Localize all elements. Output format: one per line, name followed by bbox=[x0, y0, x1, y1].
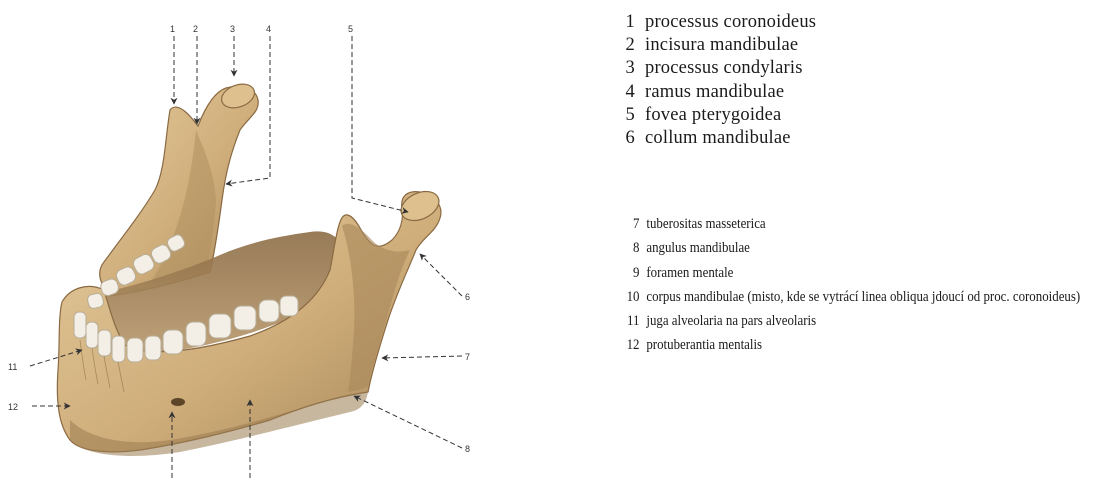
pointer-6 bbox=[420, 254, 462, 296]
legend-item: 12 protuberantia mentalis bbox=[624, 333, 1115, 357]
legend-item-label: juga alveolaria na pars alveolaris bbox=[646, 309, 1115, 333]
callout-number-12: 12 bbox=[8, 402, 18, 412]
callout-number-11: 11 bbox=[8, 362, 17, 372]
legend-item: 5 fovea pterygoidea bbox=[624, 104, 816, 127]
legend-item-label: collum mandibulae bbox=[645, 127, 791, 150]
legend-item-number: 5 bbox=[624, 104, 635, 127]
legend-item: 3 processus condylaris bbox=[624, 57, 816, 80]
legend-item-label: corpus mandibulae (misto, kde se vytrácí… bbox=[646, 285, 1115, 309]
legend-item-number: 7 bbox=[624, 212, 639, 236]
callout-number-2: 2 bbox=[193, 24, 198, 34]
legend-item-number: 2 bbox=[624, 34, 635, 57]
legend-item: 8 angulus mandibulae bbox=[624, 236, 1115, 260]
legend-bottom: 7 tuberositas masseterica 8 angulus mandib… bbox=[624, 212, 1115, 358]
legend-item: 4 ramus mandibulae bbox=[624, 81, 816, 104]
legend-item-number: 10 bbox=[624, 285, 639, 309]
callout-number-6: 6 bbox=[465, 292, 470, 302]
legend-item-number: 3 bbox=[624, 57, 635, 80]
legend-item-number: 12 bbox=[624, 333, 639, 357]
callout-number-7: 7 bbox=[465, 352, 470, 362]
legend-item-number: 1 bbox=[624, 11, 635, 34]
legend-item-label: fovea pterygoidea bbox=[645, 104, 781, 127]
mandible-svg: 1 2 3 4 5 6 7 8 11 12 bbox=[0, 0, 600, 487]
legend-item: 2 incisura mandibulae bbox=[624, 34, 816, 57]
callout-number-4: 4 bbox=[266, 24, 271, 34]
legend-item-number: 9 bbox=[624, 261, 639, 285]
legend-item-number: 4 bbox=[624, 81, 635, 104]
legend-item: 1 processus coronoideus bbox=[624, 11, 816, 34]
legend-item-label: processus condylaris bbox=[645, 57, 803, 80]
legend-item: 6 collum mandibulae bbox=[624, 127, 816, 150]
pointer-8 bbox=[354, 396, 462, 448]
legend-item-label: processus coronoideus bbox=[645, 11, 816, 34]
legend-item-number: 8 bbox=[624, 236, 639, 260]
legend-item-label: protuberantia mentalis bbox=[646, 333, 1115, 357]
pointer-5 bbox=[352, 36, 408, 212]
legend-item-label: angulus mandibulae bbox=[646, 236, 1115, 260]
mental-foramen bbox=[171, 398, 185, 406]
callout-number-1: 1 bbox=[170, 24, 175, 34]
legend-top: 1 processus coronoideus 2 incisura mandibu… bbox=[624, 11, 816, 150]
pointer-7 bbox=[382, 356, 462, 358]
legend-item-label: foramen mentale bbox=[646, 261, 1115, 285]
legend-item: 10 corpus mandibulae (misto, kde se vytrá… bbox=[624, 285, 1115, 309]
legend-item: 9 foramen mentale bbox=[624, 261, 1115, 285]
legend-item-label: ramus mandibulae bbox=[645, 81, 784, 104]
legend-item-label: incisura mandibulae bbox=[645, 34, 798, 57]
legend-item-number: 11 bbox=[624, 309, 639, 333]
callout-number-3: 3 bbox=[230, 24, 235, 34]
callout-number-8: 8 bbox=[465, 444, 470, 454]
legend-item-label: tuberositas masseterica bbox=[646, 212, 1115, 236]
legend-item: 7 tuberositas masseterica bbox=[624, 212, 1115, 236]
legend-item-number: 6 bbox=[624, 127, 635, 150]
callout-number-5: 5 bbox=[348, 24, 353, 34]
mandible-illustration: 1 2 3 4 5 6 7 8 11 12 bbox=[0, 0, 600, 487]
legend-item: 11 juga alveolaria na pars alveolaris bbox=[624, 309, 1115, 333]
